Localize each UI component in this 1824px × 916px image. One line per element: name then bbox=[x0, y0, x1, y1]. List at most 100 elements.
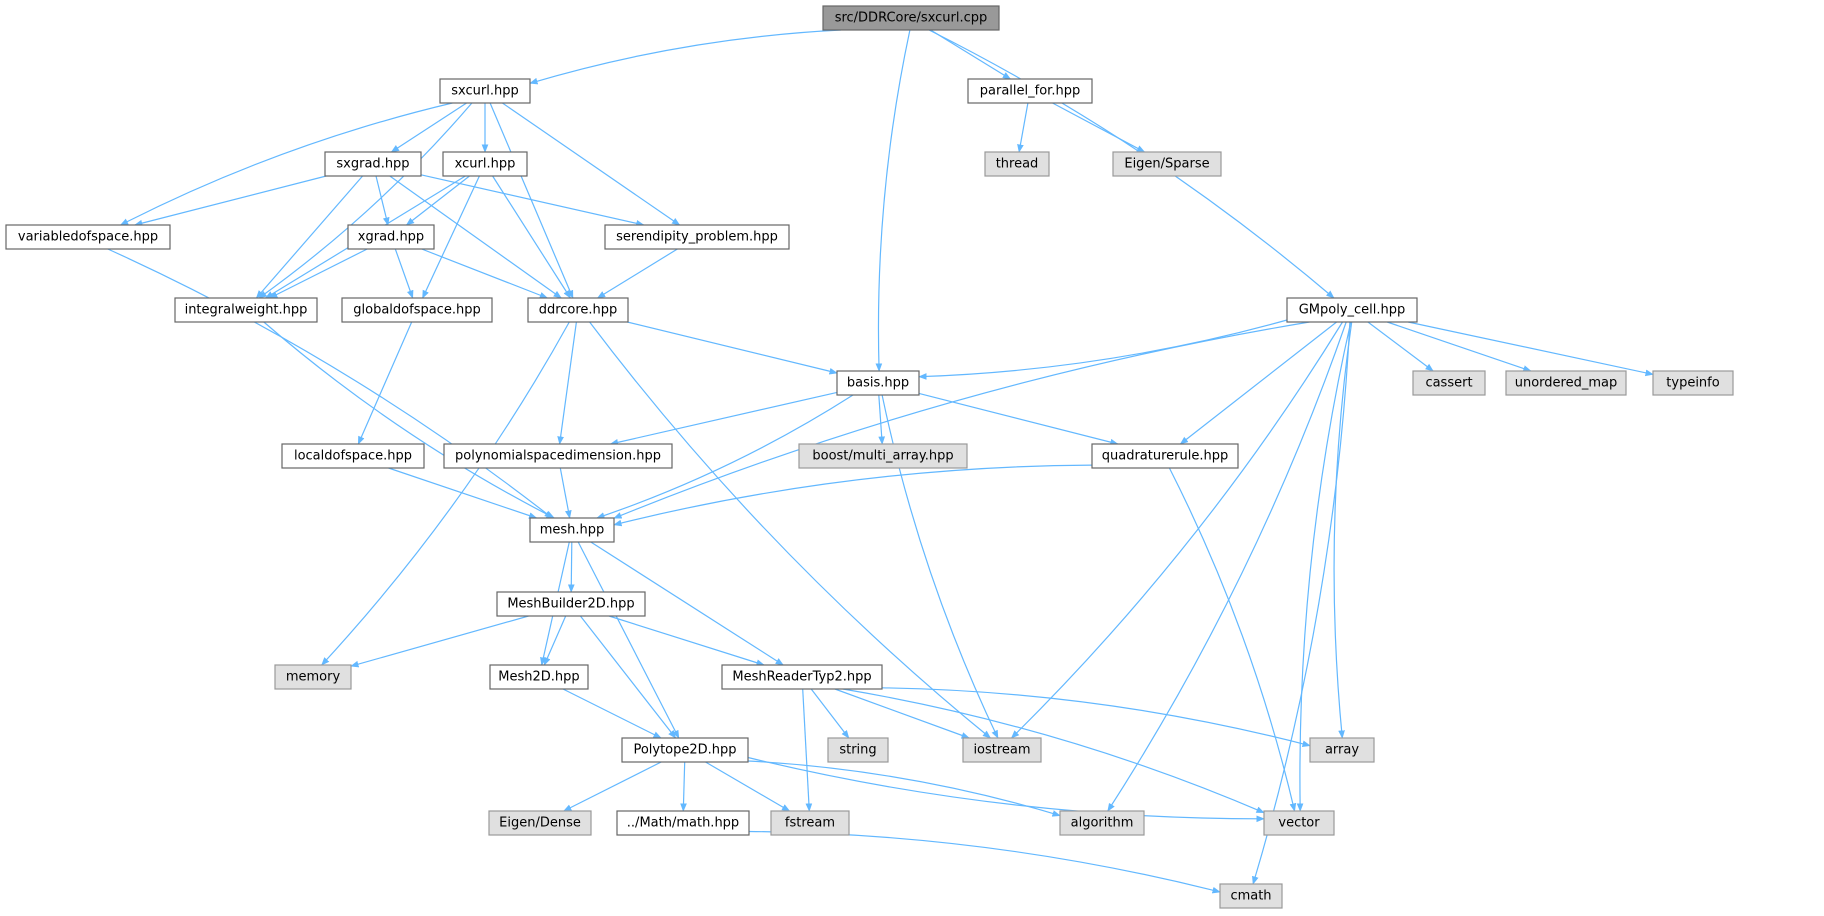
edge-gmpoly-to-array bbox=[1333, 321, 1353, 739]
node-polytope2d[interactable]: Polytope2D.hpp bbox=[621, 737, 749, 763]
edge-sxgrad-to-integralweight bbox=[255, 175, 364, 299]
edge-integralweight-to-mesh bbox=[263, 321, 555, 519]
edge-mesh-to-polytope2d bbox=[577, 541, 680, 739]
node-label: Polytope2D.hpp bbox=[633, 743, 736, 758]
node-sxgrad[interactable]: sxgrad.hpp bbox=[324, 151, 422, 177]
node-math[interactable]: ../Math/math.hpp bbox=[616, 810, 750, 836]
node-box bbox=[281, 443, 425, 469]
node-label: array bbox=[1325, 743, 1359, 758]
node-box bbox=[529, 517, 615, 543]
node-cassert: cassert bbox=[1412, 370, 1486, 396]
node-box bbox=[347, 224, 435, 250]
node-label: quadraturerule.hpp bbox=[1102, 449, 1228, 464]
edge-polytope2d-to-math bbox=[680, 761, 687, 812]
node-box bbox=[1412, 370, 1486, 396]
node-label: sxcurl.hpp bbox=[451, 84, 518, 99]
node-box bbox=[1263, 810, 1335, 836]
node-box bbox=[527, 297, 629, 323]
edge-xcurl-to-xgrad bbox=[405, 175, 470, 226]
node-label: typeinfo bbox=[1666, 376, 1719, 391]
node-label: basis.hpp bbox=[847, 376, 909, 391]
node-quadrature[interactable]: quadraturerule.hpp bbox=[1091, 443, 1239, 469]
node-sxcurl_cpp[interactable]: src/DDRCore/sxcurl.cpp bbox=[822, 5, 1000, 31]
edge-layer bbox=[107, 29, 1654, 894]
edge-serendipity-to-ddrcore bbox=[596, 248, 678, 299]
node-serendipity[interactable]: serendipity_problem.hpp bbox=[604, 224, 790, 250]
edge-meshreader-to-array bbox=[881, 687, 1311, 748]
node-array: array bbox=[1309, 737, 1375, 763]
node-box bbox=[174, 297, 318, 323]
node-label: serendipity_problem.hpp bbox=[616, 230, 778, 245]
node-mesh2d[interactable]: Mesh2D.hpp bbox=[489, 664, 589, 690]
node-box bbox=[324, 151, 422, 177]
node-label: Eigen/Sparse bbox=[1124, 157, 1209, 172]
node-label: globaldofspace.hpp bbox=[353, 303, 480, 318]
node-label: parallel_for.hpp bbox=[980, 84, 1080, 99]
node-label: GMpoly_cell.hpp bbox=[1299, 303, 1406, 318]
node-typeinfo: typeinfo bbox=[1652, 370, 1734, 396]
node-box bbox=[1112, 151, 1222, 177]
edge-variabledofspace-to-mesh bbox=[107, 248, 553, 519]
edge-meshbuilder-to-mesh2d bbox=[543, 615, 567, 666]
node-label: iostream bbox=[973, 743, 1030, 758]
edge-sxcurl_hpp-to-serendipity bbox=[502, 102, 681, 226]
node-gmpoly[interactable]: GMpoly_cell.hpp bbox=[1286, 297, 1418, 323]
edge-xgrad-to-ddrcore bbox=[421, 248, 549, 299]
node-box bbox=[798, 443, 968, 469]
node-sxcurl_hpp[interactable]: sxcurl.hpp bbox=[439, 78, 531, 104]
edge-localdofspace-to-mesh bbox=[388, 467, 538, 519]
edge-polytope2d-to-fstream bbox=[705, 761, 791, 812]
node-meshbuilder[interactable]: MeshBuilder2D.hpp bbox=[496, 591, 646, 617]
node-box bbox=[489, 664, 589, 690]
edge-sxcurl_hpp-to-variabledofspace bbox=[119, 102, 453, 226]
node-localdofspace[interactable]: localdofspace.hpp bbox=[281, 443, 425, 469]
edge-meshreader-to-fstream bbox=[802, 688, 813, 812]
edge-xcurl-to-ddrcore bbox=[492, 175, 571, 299]
node-label: unordered_map bbox=[1515, 376, 1618, 391]
node-cmath: cmath bbox=[1219, 883, 1283, 909]
node-label: mesh.hpp bbox=[540, 523, 605, 538]
node-basis[interactable]: basis.hpp bbox=[836, 370, 920, 396]
node-box bbox=[604, 224, 790, 250]
node-polyspacedim[interactable]: polynomialspacedimension.hpp bbox=[443, 443, 673, 469]
edge-gmpoly-to-basis bbox=[918, 319, 1288, 380]
node-thread: thread bbox=[984, 151, 1050, 177]
node-integralweight[interactable]: integralweight.hpp bbox=[174, 297, 318, 323]
node-meshreader[interactable]: MeshReaderTyp2.hpp bbox=[721, 664, 883, 690]
edge-meshreader-to-iostream bbox=[834, 688, 970, 739]
node-label: xgrad.hpp bbox=[358, 230, 424, 245]
edge-ddrcore-to-memory bbox=[321, 321, 570, 666]
node-label: sxgrad.hpp bbox=[336, 157, 409, 172]
node-label: thread bbox=[996, 157, 1039, 172]
node-label: localdofspace.hpp bbox=[294, 449, 412, 464]
node-box bbox=[621, 737, 749, 763]
node-mesh[interactable]: mesh.hpp bbox=[529, 517, 615, 543]
node-label: integralweight.hpp bbox=[185, 303, 308, 318]
node-label: cassert bbox=[1425, 376, 1472, 391]
node-xcurl[interactable]: xcurl.hpp bbox=[442, 151, 528, 177]
edge-gmpoly-to-cassert bbox=[1367, 321, 1434, 372]
node-label: boost/multi_array.hpp bbox=[812, 449, 953, 464]
node-label: Mesh2D.hpp bbox=[498, 670, 579, 685]
node-parallel_for[interactable]: parallel_for.hpp bbox=[967, 78, 1093, 104]
edge-gmpoly-to-typeinfo bbox=[1407, 321, 1654, 377]
node-variabledofspace[interactable]: variabledofspace.hpp bbox=[5, 224, 171, 250]
node-box bbox=[1219, 883, 1283, 909]
node-label: src/DDRCore/sxcurl.cpp bbox=[835, 11, 988, 26]
edge-xgrad-to-integralweight bbox=[269, 248, 368, 299]
node-box bbox=[496, 591, 646, 617]
node-xgrad[interactable]: xgrad.hpp bbox=[347, 224, 435, 250]
node-box bbox=[836, 370, 920, 396]
node-globaldofspace[interactable]: globaldofspace.hpp bbox=[341, 297, 493, 323]
edge-polyspacedim-to-mesh bbox=[559, 467, 572, 519]
node-box bbox=[488, 810, 592, 836]
edge-sxcurl_cpp-to-basis bbox=[875, 29, 911, 372]
node-ddrcore[interactable]: ddrcore.hpp bbox=[527, 297, 629, 323]
node-label: MeshBuilder2D.hpp bbox=[507, 597, 634, 612]
node-box bbox=[439, 78, 531, 104]
node-boost_multi: boost/multi_array.hpp bbox=[798, 443, 968, 469]
node-box bbox=[1309, 737, 1375, 763]
node-layer: src/DDRCore/sxcurl.cpp sxcurl.hpp parallel… bbox=[5, 5, 1734, 909]
edge-polytope2d-to-vector bbox=[747, 756, 1265, 823]
edge-polytope2d-to-algorithm bbox=[747, 760, 1061, 817]
